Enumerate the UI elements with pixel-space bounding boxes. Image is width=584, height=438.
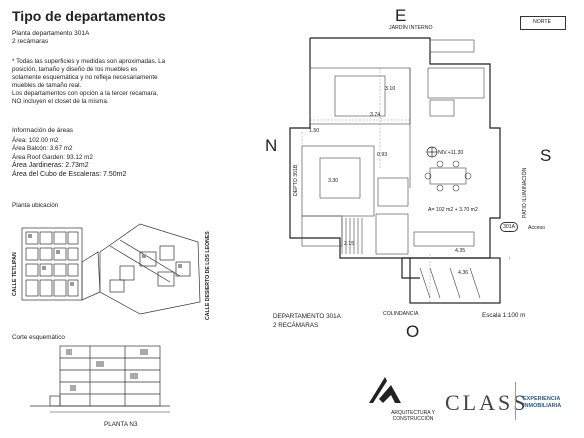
north-box: NORTE (520, 16, 566, 30)
street-right: CALLE DESIERTO DE LOS LEONES (205, 231, 211, 320)
note-line: * Todas las superficies y medidas son ap… (12, 58, 166, 65)
street-left: CALLE TETLIPAN (12, 252, 18, 296)
brand-divider (515, 382, 516, 420)
note-line: muebles de tamaño real. (12, 82, 82, 89)
brand-tag-line: INMOBILIARIA (523, 402, 562, 409)
note-line: solamente esquemática y no refleja neces… (12, 74, 158, 81)
arq-caption: ARQUITECTURA Y CONSTRUCCIÓN (385, 410, 441, 422)
unit-tag: 301A (500, 222, 519, 232)
note-line: Los departamentos con opción a la tercer… (12, 90, 158, 97)
compass-north: N (265, 136, 278, 155)
areas-title: Información de áreas (12, 127, 74, 134)
apartment-rooms: 2 RECÁMARAS (273, 322, 319, 329)
dimension-label: 1.50 (309, 128, 320, 134)
compass-east: E (395, 6, 407, 25)
site-title: Planta ubicación (12, 202, 59, 209)
north-label: NORTE (533, 19, 552, 25)
compass-south: S (540, 146, 552, 165)
area-item: Área del Cubo de Escaleras: 7.50m2 (12, 170, 127, 178)
compass-west: O (406, 322, 420, 341)
area-item: Área Balcón: 3.67 m2 (12, 145, 73, 153)
arq-line: ARQUITECTURA Y (391, 410, 435, 416)
brand-tagline: EXPERIENCIA INMOBILIARIA (523, 396, 561, 409)
unit-name: Planta departamento 301A (12, 30, 90, 37)
brand-tag-line: EXPERIENCIA (523, 396, 561, 402)
boundary-label: COLINDANCIA (383, 311, 419, 317)
dimension-label: 4.35 (455, 248, 466, 254)
apartment-label: DEPARTAMENTO 301A (273, 313, 341, 320)
brand-name: CLASS (445, 390, 529, 415)
arq-logo-icon (369, 377, 401, 403)
area-item: Área Roof Garden: 93.12 m2 (12, 153, 93, 161)
unit-bedrooms: 2 recámaras (12, 38, 49, 45)
dimension-label: 3.30 (328, 178, 339, 184)
dimension-label: 4.36 (458, 270, 469, 276)
garden-label: JARDÍN INTERNO (389, 25, 433, 31)
area-item: Área: 102.00 m2 (12, 137, 59, 144)
area-note: A= 102 m2 + 3.70 m2 (428, 207, 478, 213)
dimension-label: 2.15 (344, 241, 355, 247)
areas-list: Área: 102.00 m2 Área Balcón: 3.67 m2 Áre… (12, 137, 126, 179)
dimension-label: 3.10 (385, 86, 396, 92)
area-item: Área Jardineras: 2.73m2 (12, 162, 89, 170)
dimension-label: 3.74 (370, 112, 381, 118)
dimension-label: 0.93 (377, 152, 388, 158)
section-caption: PLANTA N3 (104, 421, 138, 428)
note-line: posición, tamaño y diseño de los muebles… (12, 66, 138, 73)
section-drawing (30, 345, 170, 413)
floor-plan (289, 37, 510, 304)
depto-label: DEPTO 301B (293, 164, 299, 196)
arq-line: CONSTRUCCIÓN (392, 416, 434, 422)
site-plan (21, 223, 201, 315)
section-title: Corte esquemático (12, 334, 65, 341)
scale-label: Escala 1:100 m (482, 312, 526, 319)
level-label: NIV.+11.30 (438, 150, 464, 156)
note-line: NO incluyen el closet de la misma. (12, 98, 109, 105)
notes-block: * Todas las superficies y medidas son ap… (12, 58, 227, 106)
page-title: Tipo de departamentos (12, 8, 166, 24)
access-label: Acceso (528, 225, 546, 231)
patio-label: PATIO ILUMINACIÓN (522, 167, 528, 218)
